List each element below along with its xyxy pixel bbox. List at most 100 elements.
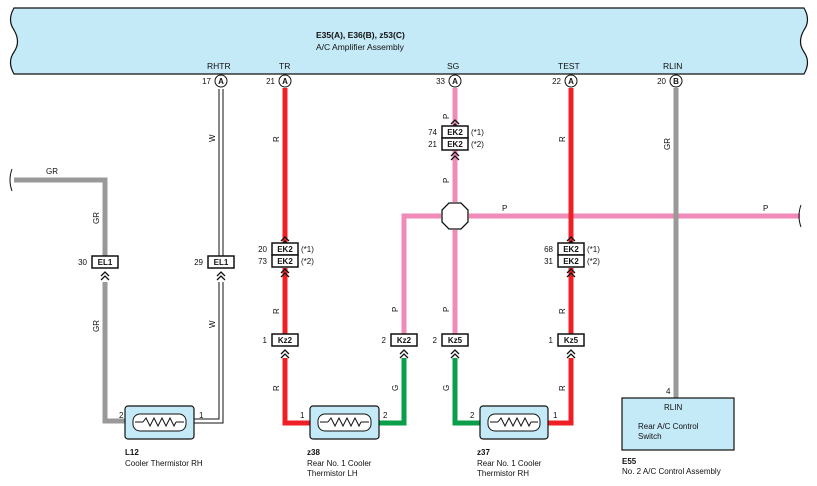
svg-text:Rear No. 1 Cooler: Rear No. 1 Cooler <box>477 459 542 468</box>
svg-text:R: R <box>272 385 281 391</box>
pin-rhtr: A 17 <box>202 74 228 88</box>
connector-el1-gr: EL1 30 <box>78 255 119 281</box>
svg-text:(*2): (*2) <box>301 257 314 266</box>
svg-text:4: 4 <box>666 387 671 396</box>
svg-text:A: A <box>218 77 224 86</box>
signal-tr: TR <box>279 61 290 71</box>
amplifier-codes: E35(A), E36(B), z53(C) <box>316 30 405 40</box>
svg-text:17: 17 <box>202 77 211 86</box>
svg-text:EL1: EL1 <box>214 258 229 267</box>
svg-text:EK2: EK2 <box>447 128 463 137</box>
connector-el1-w: EL1 29 <box>194 255 235 281</box>
connector-kz2-tr: Kz2 1 <box>263 333 299 359</box>
connector-kz5-test: Kz5 1 <box>549 333 585 359</box>
svg-text:21: 21 <box>266 77 275 86</box>
svg-text:GR: GR <box>46 167 58 176</box>
thermistor-z37: 2 1 z37 Rear No. 1 Cooler Thermistor RH <box>470 405 558 478</box>
wire-color-labels: GR GR GR W W R R R P P P P P P G G R R R… <box>46 114 768 391</box>
svg-text:EL1: EL1 <box>98 258 113 267</box>
wire-gr-left <box>9 168 125 424</box>
svg-text:P: P <box>763 204 768 213</box>
svg-text:P: P <box>442 114 451 119</box>
svg-text:GR: GR <box>92 320 101 332</box>
svg-text:2: 2 <box>470 411 475 420</box>
control-switch-e55: 4 RLIN Rear A/C Control Switch E55 No. 2… <box>621 387 735 476</box>
svg-text:A: A <box>452 77 458 86</box>
svg-text:2: 2 <box>382 336 387 345</box>
pin-tr: A 21 <box>266 74 292 88</box>
svg-text:W: W <box>208 134 217 142</box>
svg-text:73: 73 <box>258 257 267 266</box>
svg-text:W: W <box>208 320 217 328</box>
svg-text:(*1): (*1) <box>587 245 600 254</box>
pin-rlin: B 20 <box>657 74 683 88</box>
connector-ek2-sg: EK2 EK2 74 21 (*1) (*2) <box>428 119 484 161</box>
svg-text:A: A <box>568 77 574 86</box>
svg-text:EK2: EK2 <box>563 257 579 266</box>
svg-text:68: 68 <box>544 245 553 254</box>
svg-text:z38: z38 <box>307 448 320 457</box>
svg-text:33: 33 <box>436 77 445 86</box>
pin-test: A 22 <box>552 74 578 88</box>
wire-w-rhtr <box>194 89 224 424</box>
svg-text:21: 21 <box>428 140 437 149</box>
svg-text:A: A <box>282 77 288 86</box>
svg-text:29: 29 <box>194 258 203 267</box>
junction-point <box>441 202 469 230</box>
svg-text:31: 31 <box>544 257 553 266</box>
svg-text:R: R <box>272 308 281 314</box>
svg-text:RLIN: RLIN <box>664 403 682 412</box>
svg-text:B: B <box>673 77 679 86</box>
svg-text:R: R <box>558 308 567 314</box>
connector-kz5-sg: Kz5 2 <box>433 333 469 359</box>
svg-text:G: G <box>391 385 400 391</box>
connector-ek2-test: EK2 EK2 68 31 (*1) (*2) <box>544 236 600 278</box>
pin-sg: A 33 <box>436 74 462 88</box>
svg-text:1: 1 <box>199 411 204 420</box>
wire-p-sg <box>401 88 802 334</box>
svg-text:GR: GR <box>92 212 101 224</box>
svg-text:(*2): (*2) <box>587 257 600 266</box>
svg-text:1: 1 <box>263 336 268 345</box>
svg-text:20: 20 <box>258 245 267 254</box>
svg-text:P: P <box>391 307 400 312</box>
svg-text:(*1): (*1) <box>471 128 484 137</box>
signal-rlin: RLIN <box>663 61 682 71</box>
wire-g-z38 <box>379 358 407 426</box>
svg-text:P: P <box>502 204 507 213</box>
svg-text:30: 30 <box>78 258 87 267</box>
svg-text:Thermistor LH: Thermistor LH <box>307 469 358 478</box>
svg-text:22: 22 <box>552 77 561 86</box>
svg-text:1: 1 <box>549 336 554 345</box>
connector-kz2-p: Kz2 2 <box>382 333 418 359</box>
svg-text:EK2: EK2 <box>447 140 463 149</box>
connector-ek2-tr: EK2 EK2 20 73 (*1) (*2) <box>258 236 314 278</box>
svg-text:Rear No. 1 Cooler: Rear No. 1 Cooler <box>307 459 372 468</box>
thermistor-z38: 1 2 z38 Rear No. 1 Cooler Thermistor LH <box>300 405 388 478</box>
amplifier-box <box>9 7 809 75</box>
svg-text:Kz5: Kz5 <box>448 336 463 345</box>
svg-text:R: R <box>558 385 567 391</box>
svg-text:P: P <box>442 178 451 183</box>
signal-rhtr: RHTR <box>207 61 231 71</box>
svg-text:L12: L12 <box>125 448 139 457</box>
svg-text:2: 2 <box>383 411 388 420</box>
svg-text:EK2: EK2 <box>277 257 293 266</box>
svg-text:Rear A/C Control: Rear A/C Control <box>638 422 699 431</box>
svg-text:Switch: Switch <box>638 432 662 441</box>
svg-text:G: G <box>442 385 451 391</box>
svg-text:74: 74 <box>428 128 437 137</box>
svg-text:GR: GR <box>663 138 672 150</box>
thermistor-l12: 2 1 L12 Cooler Thermistor RH <box>119 405 204 468</box>
amplifier-name: A/C Amplifier Assembly <box>316 42 405 52</box>
svg-text:Cooler Thermistor RH: Cooler Thermistor RH <box>125 459 203 468</box>
svg-text:Kz2: Kz2 <box>397 336 412 345</box>
svg-text:1: 1 <box>553 411 558 420</box>
svg-text:P: P <box>442 307 451 312</box>
svg-text:(*2): (*2) <box>471 140 484 149</box>
svg-text:R: R <box>558 136 567 142</box>
wire-r-tr <box>282 88 310 426</box>
signal-test: TEST <box>558 61 580 71</box>
svg-text:EK2: EK2 <box>563 245 579 254</box>
wire-r-test <box>548 88 574 426</box>
